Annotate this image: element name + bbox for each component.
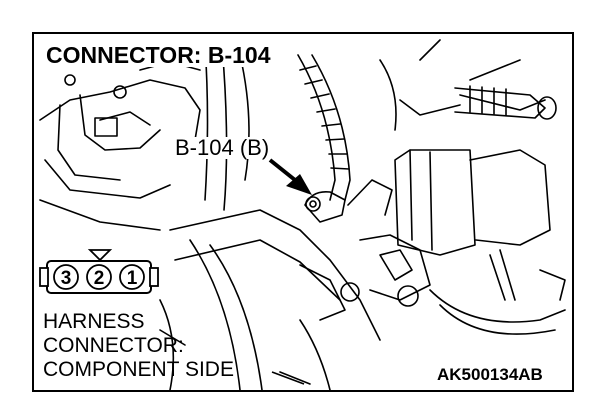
figure-frame [32,32,574,392]
pin-1 [119,264,145,290]
connector-callout-label: B-104 (B) [173,135,272,160]
figure-code: AK500134AB [437,365,543,384]
pin-2 [86,264,112,290]
pin-3 [53,264,79,290]
caption-line-3: COMPONENT SIDE [43,358,234,381]
pin-label-2: 2 [94,268,105,289]
caption-leader-line [271,371,305,385]
pin-label-3: 3 [61,268,72,289]
engine-linework [39,39,566,391]
pin-label-1: 1 [127,268,138,289]
connector-title: CONNECTOR: B-104 [44,42,273,68]
caption-line-2: CONNECTOR: [43,334,184,357]
caption-line-1: HARNESS [43,310,145,333]
callout-arrow [268,158,312,195]
harness-connector-symbol: 3 2 1 [39,249,159,294]
connector-key-triangle [87,249,113,262]
